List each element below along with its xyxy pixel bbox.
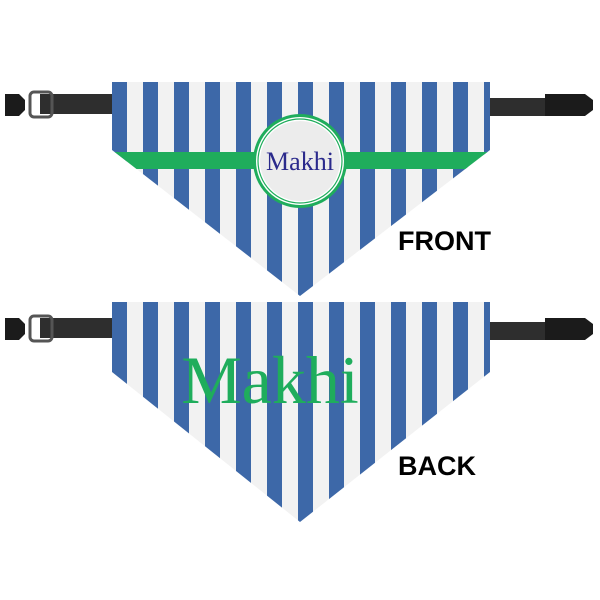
back-left-strap — [5, 314, 112, 343]
front-name-text: Makhi — [266, 147, 334, 176]
back-bandana: Makhi — [112, 302, 490, 522]
back-name-text: Makhi — [181, 342, 359, 418]
back-right-strap — [490, 318, 593, 340]
front-bandana: Makhi — [112, 82, 490, 296]
buckle-icon — [5, 318, 25, 340]
buckle-icon — [545, 318, 593, 340]
front-right-strap — [490, 94, 593, 116]
back-label: BACK — [398, 451, 476, 481]
front-left-strap — [5, 90, 112, 119]
front-label: FRONT — [398, 226, 491, 256]
buckle-icon — [545, 94, 593, 116]
buckle-icon — [5, 94, 25, 116]
